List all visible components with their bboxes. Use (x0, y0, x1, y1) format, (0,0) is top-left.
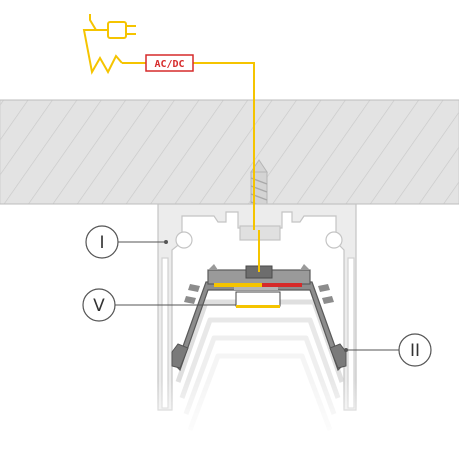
bottom-fade (150, 380, 370, 452)
power-cable (82, 29, 260, 272)
led-profile (171, 264, 347, 372)
acdc-label: AC/DC (154, 59, 184, 70)
diffuser (235, 291, 281, 308)
callout-ii: II (344, 333, 432, 367)
ceiling-slab (0, 99, 459, 205)
callout-i: I (85, 225, 168, 259)
callout-label-v: V (93, 296, 105, 316)
plug-icon (89, 14, 136, 39)
callout-v: V (82, 288, 236, 322)
led-strip (214, 283, 302, 290)
acdc-converter: AC/DC (145, 54, 194, 72)
callout-label-ii: II (410, 341, 420, 361)
callout-label-i: I (99, 233, 104, 253)
